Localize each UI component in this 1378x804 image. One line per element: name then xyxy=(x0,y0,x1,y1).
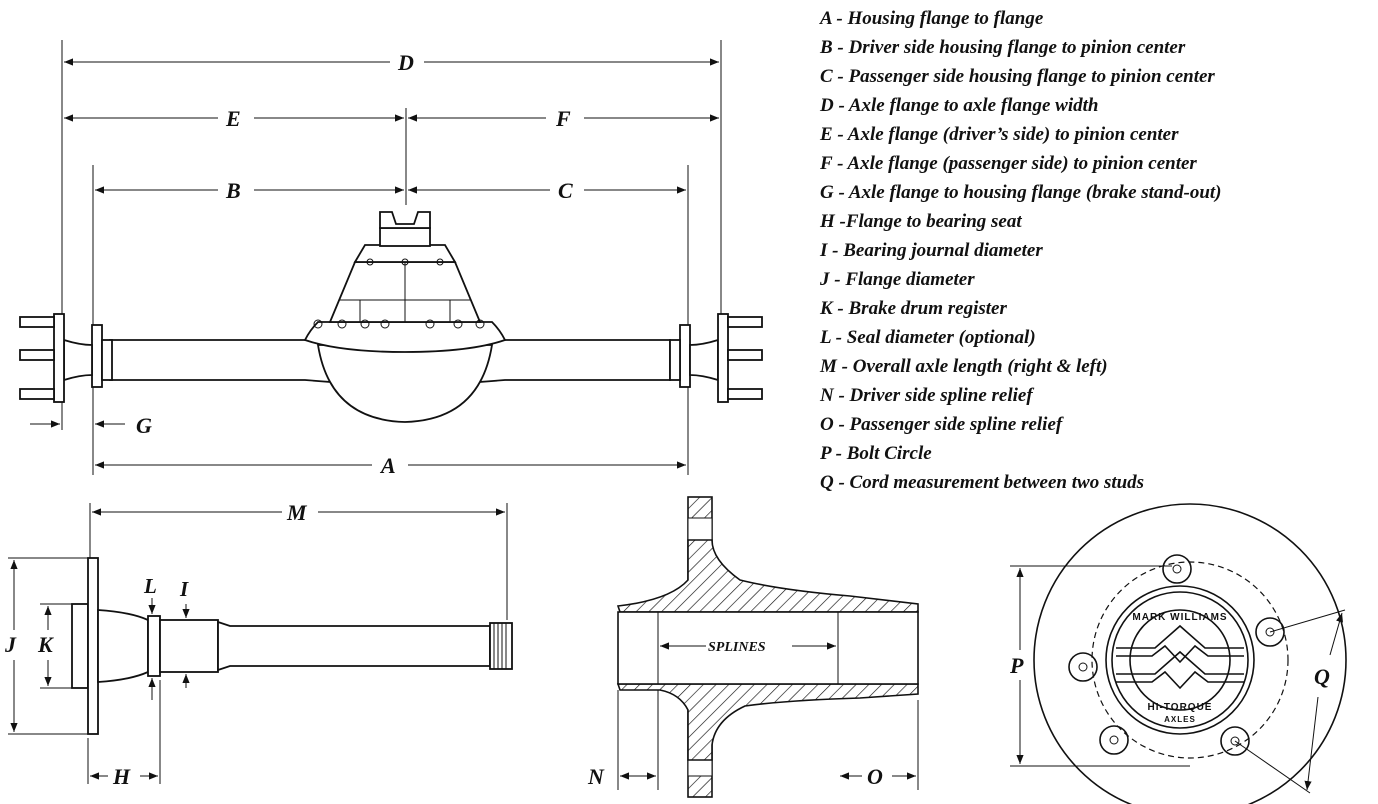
legend-item: E - Axle flange (driver’s side) to pinio… xyxy=(819,124,1179,145)
logo-text-bottom: HI-TORQUE xyxy=(1148,702,1213,713)
dim-label-e: E xyxy=(225,106,241,131)
legend-item: O - Passenger side spline relief xyxy=(820,414,1064,435)
dim-label-g: G xyxy=(136,413,152,438)
legend-item: I - Bearing journal diameter xyxy=(819,240,1043,261)
logo-text-sub: AXLES xyxy=(1164,715,1196,724)
hub-cross-section: SPLINES N O xyxy=(587,496,919,798)
dim-label-i: I xyxy=(179,577,189,601)
legend-item: N - Driver side spline relief xyxy=(819,385,1034,406)
logo-text-top: MARK WILLIAMS xyxy=(1132,612,1227,623)
legend-item: P - Bolt Circle xyxy=(819,443,932,464)
dim-label-q: Q xyxy=(1314,664,1330,689)
dim-label-k: K xyxy=(37,632,54,657)
dim-label-b: B xyxy=(225,178,241,203)
legend-item: K - Brake drum register xyxy=(819,298,1007,319)
mark-williams-logo: MARK WILLIAMS HI-TORQUE AXLES xyxy=(1105,585,1255,735)
legend: A - Housing flange to flange B - Driver … xyxy=(819,8,1222,493)
dim-label-p: P xyxy=(1009,653,1024,678)
legend-item: J - Flange diameter xyxy=(819,269,975,290)
dim-label-m: M xyxy=(286,500,308,525)
dim-label-n: N xyxy=(587,764,605,789)
legend-item: A - Housing flange to flange xyxy=(819,8,1044,29)
legend-item: D - Axle flange to axle flange width xyxy=(819,95,1098,116)
axle-shaft: M J K L I H xyxy=(4,500,513,789)
legend-item: M - Overall axle length (right & left) xyxy=(819,356,1108,377)
legend-item: L - Seal diameter (optional) xyxy=(819,327,1036,348)
dim-label-d: D xyxy=(397,50,414,75)
hub-face-view: MARK WILLIAMS HI-TORQUE AXLES P Q xyxy=(1009,503,1347,804)
dim-label-f: F xyxy=(555,106,571,131)
legend-item: H -Flange to bearing seat xyxy=(819,211,1022,232)
legend-item: F - Axle flange (passenger side) to pini… xyxy=(819,153,1197,174)
rear-axle-housing: D E F B C A G xyxy=(19,40,763,478)
dim-label-a: A xyxy=(379,453,396,478)
dim-label-c: C xyxy=(558,178,573,203)
dim-label-l: L xyxy=(143,574,157,598)
legend-item: Q - Cord measurement between two studs xyxy=(820,472,1144,493)
legend-item: C - Passenger side housing flange to pin… xyxy=(820,66,1215,87)
legend-item: B - Driver side housing flange to pinion… xyxy=(819,37,1186,58)
legend-item: G - Axle flange to housing flange (brake… xyxy=(820,182,1222,203)
splines-label: SPLINES xyxy=(708,640,766,655)
dim-label-h: H xyxy=(112,764,131,789)
dim-label-j: J xyxy=(4,632,17,657)
dim-label-o: O xyxy=(867,764,883,789)
